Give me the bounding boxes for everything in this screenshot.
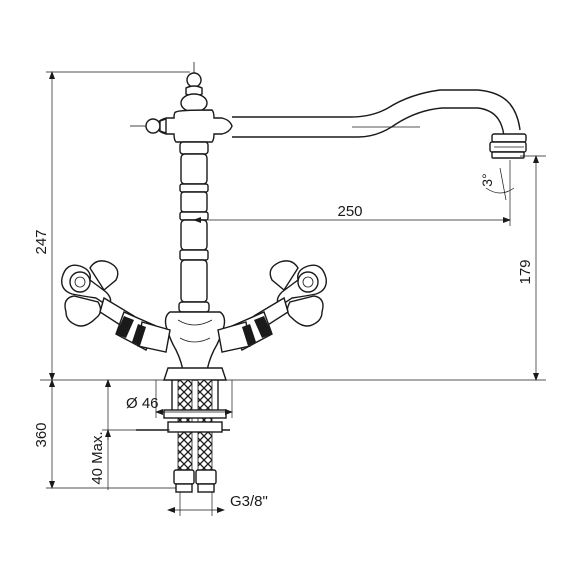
dim-connection-thread: G3/8" bbox=[230, 493, 268, 510]
left-cross-handle bbox=[61, 260, 171, 353]
dim-total-height: 247 bbox=[33, 229, 50, 254]
faucet-body bbox=[130, 62, 233, 381]
right-cross-handle bbox=[217, 260, 327, 353]
supply-hoses bbox=[136, 379, 230, 493]
dim-spout-reach: 250 bbox=[337, 203, 362, 220]
dim-max-deck-thickness: 40 Max. bbox=[89, 431, 106, 484]
dim-spout-height: 179 bbox=[517, 259, 534, 284]
faucet-spout bbox=[232, 89, 527, 159]
dimension-lines bbox=[46, 71, 546, 516]
dim-hose-length: 360 bbox=[33, 422, 50, 447]
dim-hole-diameter: Ø 46 bbox=[126, 395, 159, 412]
dim-swivel-angle: 3° bbox=[479, 173, 495, 186]
